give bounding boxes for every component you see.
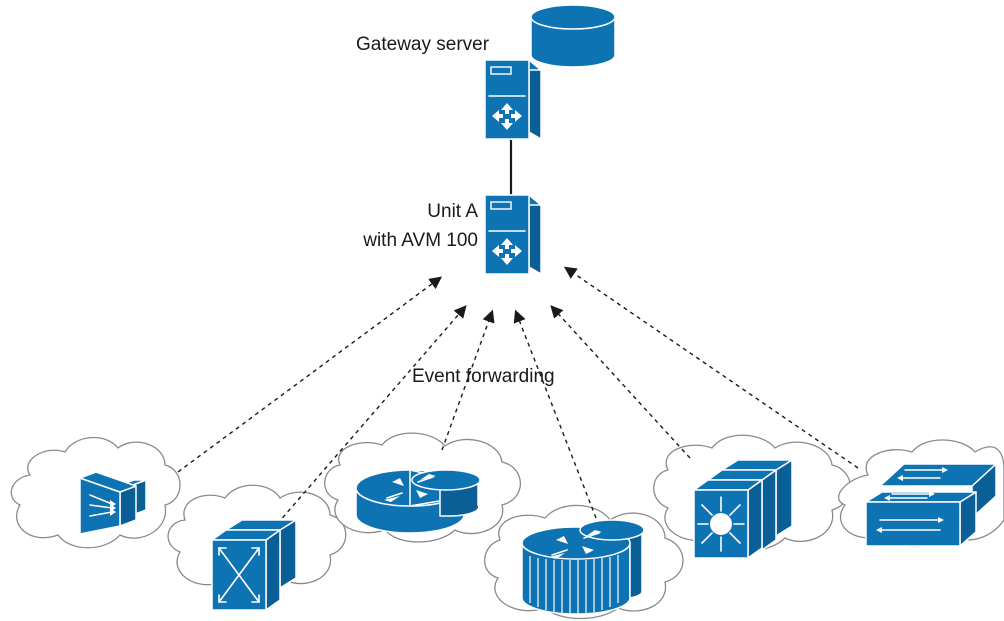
flow-arrow — [550, 305, 691, 459]
workgroup-switch-icon — [865, 463, 997, 547]
unit-label-line1: Unit A — [427, 201, 478, 222]
layer3-switch-icon — [693, 459, 793, 559]
firewall-icon — [79, 471, 147, 535]
flow-arrow — [177, 276, 443, 473]
flow-label: Event forwarding — [412, 366, 555, 387]
event-flow-arrows — [177, 266, 859, 531]
unit-label-line2: with AVM 100 — [362, 230, 478, 251]
router-icon — [355, 469, 481, 534]
voice-router-icon — [521, 519, 645, 615]
unit-a-server-icon — [484, 194, 542, 275]
database-icon — [530, 4, 616, 68]
gateway-label: Gateway server — [356, 34, 490, 55]
flow-arrow — [441, 309, 495, 451]
flow-arrow — [271, 305, 467, 531]
flow-arrow — [563, 266, 859, 469]
gateway-server-icon — [484, 59, 542, 140]
flow-arrow — [513, 309, 597, 519]
atm-switch-icon — [211, 519, 297, 611]
